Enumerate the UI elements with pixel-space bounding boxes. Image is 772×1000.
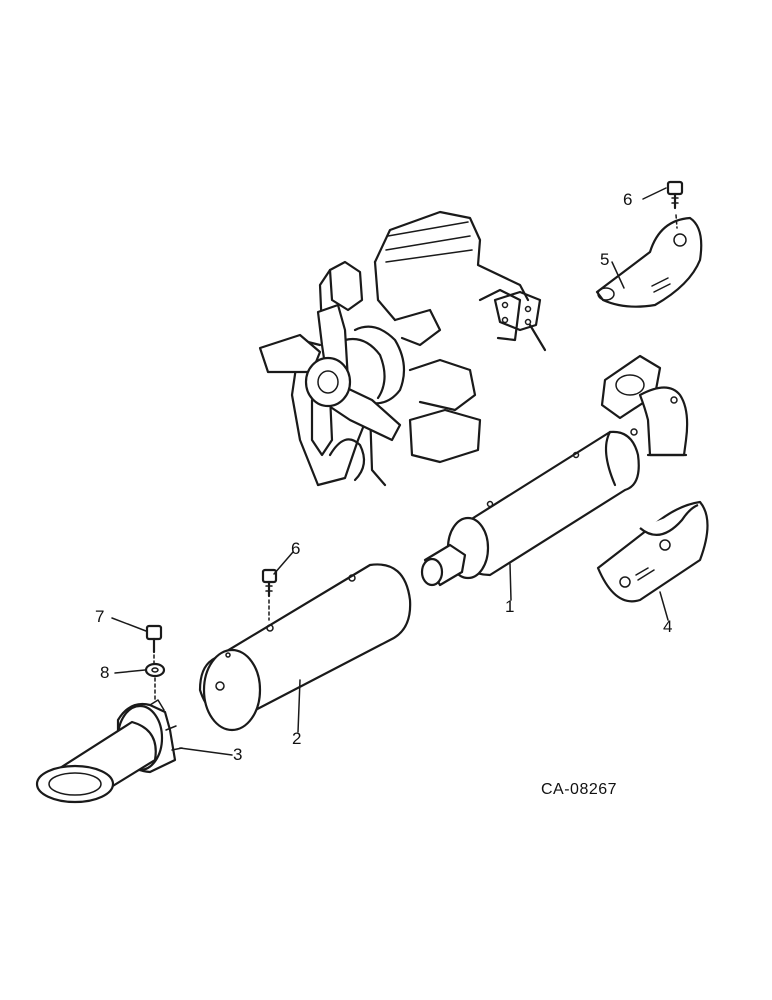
drawing-number: CA-08267 [541, 781, 617, 798]
callout-2: 2 [292, 729, 301, 748]
callout-5: 5 [600, 250, 609, 269]
callout-labels: 6 5 6 1 4 7 8 2 3 [95, 190, 672, 764]
washer-8 [144, 662, 166, 701]
bolt-7 [145, 624, 163, 666]
bolt-6-upper [666, 180, 684, 229]
bolt-6-lower [261, 568, 278, 621]
callout-6-upper: 6 [623, 190, 632, 209]
callout-3: 3 [233, 745, 242, 764]
muffler-shield [198, 563, 412, 732]
tailpipe [35, 699, 183, 804]
callout-8: 8 [100, 663, 109, 682]
exhaust-elbow-pipe [600, 354, 689, 457]
lower-clamp [596, 500, 709, 603]
callout-4: 4 [663, 617, 672, 636]
cooling-fan [258, 303, 402, 457]
callout-6-lower: 6 [291, 539, 300, 558]
muffler [420, 428, 640, 587]
callout-7: 7 [95, 607, 104, 626]
leader-lines [111, 187, 669, 756]
callout-1: 1 [505, 597, 514, 616]
